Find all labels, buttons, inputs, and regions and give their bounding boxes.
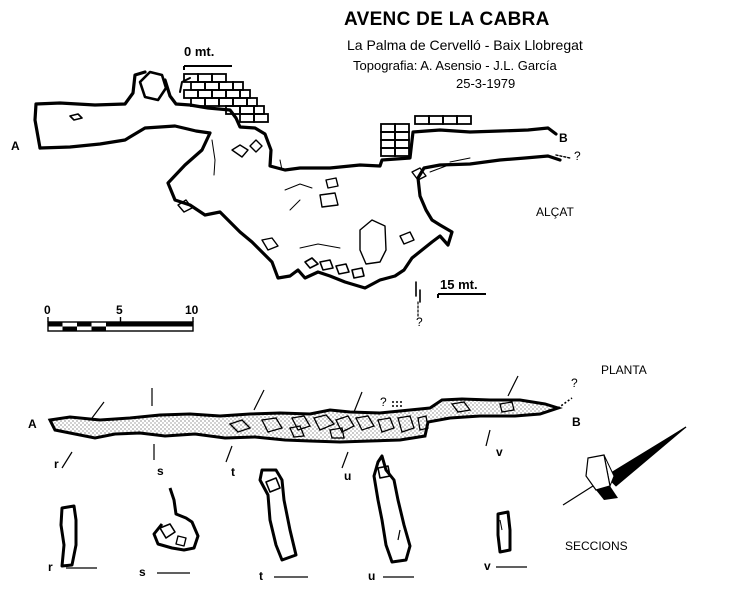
scale-bar	[47, 317, 194, 332]
plan-passage	[47, 397, 563, 444]
section-u-profile	[372, 454, 412, 564]
section-t-profile	[258, 468, 298, 562]
depth-label-bottom: 15 mt.	[440, 277, 478, 292]
plan-view-label: PLANTA	[601, 363, 647, 377]
section-letter-u: u	[368, 569, 376, 583]
elevation-profile	[33, 70, 571, 319]
section-letter-v: v	[484, 559, 491, 573]
end-label-b-elevation: B	[559, 131, 568, 145]
section-letter-s: s	[139, 565, 146, 579]
plan-section-letter-u: u	[344, 469, 352, 483]
sections-view-label: SECCIONS	[565, 539, 628, 553]
unknown-mark-b: ?	[574, 149, 581, 163]
scale-label-0: 0	[44, 303, 51, 317]
end-label-b-plan: B	[572, 415, 581, 429]
b-side-brickwork	[380, 115, 472, 157]
end-label-a-elevation: A	[11, 139, 20, 153]
cross-sections	[59, 454, 527, 578]
survey-credit: Topografia: A. Asensio - J.L. García	[353, 58, 557, 73]
section-letter-t: t	[259, 569, 263, 583]
plan-section-letter-t: t	[231, 465, 235, 479]
depth-tick-15m	[437, 293, 486, 298]
map-title: AVENC DE LA CABRA	[344, 9, 550, 30]
section-cut-lines	[61, 375, 519, 469]
plan-section-letter-s: s	[157, 464, 164, 478]
survey-date: 25-3-1979	[456, 76, 516, 91]
unknown-mark-plan-b: ?	[571, 376, 578, 390]
plan-section-letter-v: v	[496, 445, 503, 459]
section-r-profile	[59, 504, 78, 568]
section-v-profile	[496, 510, 512, 554]
elevation-lower-wall	[38, 124, 562, 290]
section-s-profile	[152, 487, 200, 552]
entrance-boulder	[138, 70, 168, 102]
depth-label-entrance: 0 mt.	[184, 44, 215, 59]
section-letter-r: r	[48, 560, 53, 574]
end-label-a-plan: A	[28, 417, 37, 431]
north-arrow-icon	[562, 426, 687, 506]
elevation-view-label: ALÇAT	[536, 205, 574, 219]
location-subtitle: La Palma de Cervelló - Baix Llobregat	[347, 37, 583, 53]
elevation-upper-wall	[33, 70, 558, 172]
unknown-mark-bottom: ?	[416, 315, 423, 329]
unknown-mark-plan-inner: ?	[380, 395, 387, 409]
entrance-brickwork	[183, 73, 269, 123]
plan-section-letter-r: r	[54, 457, 59, 471]
scale-label-5: 5	[116, 303, 123, 317]
plan-view	[47, 375, 573, 469]
scale-label-10: 10	[185, 303, 199, 317]
depth-tick-0m	[183, 65, 232, 70]
